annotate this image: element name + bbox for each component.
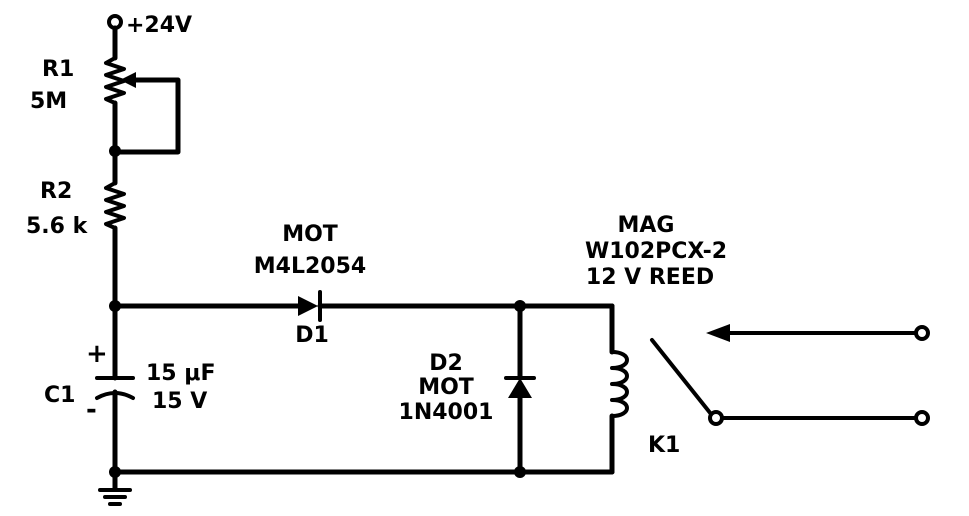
d1-part: M4L2054 [254,254,366,279]
d2-diode-symbol [508,378,532,398]
output-terminal-bottom [914,410,930,426]
c1-minus: - [86,395,97,425]
r2-ref: R2 [40,179,72,204]
d1-maker: MOT [282,222,338,247]
c1-voltage: 15 V [152,389,207,414]
d2-part: 1N4001 [399,400,494,425]
input-arrow [706,324,730,342]
supply-label: +24V [126,13,192,38]
r1-ref: R1 [42,57,74,82]
reed-switch-blade [650,338,713,416]
relay-part: W102PCX-2 [585,239,727,264]
output-terminal-top [914,325,930,341]
r1-wiper-wire [112,77,181,155]
d1-diode-symbol [298,296,318,316]
c1-ref: C1 [44,383,75,408]
r2-resistor-zigzag [104,181,126,230]
ground-icon [98,469,132,506]
relay-maker: MAG [618,213,675,238]
r2-value: 5.6 k [26,214,89,239]
relay-ref: K1 [648,433,680,458]
d2-ref: D2 [429,351,463,376]
c1-value: 15 μF [146,361,216,386]
d2-maker: MOT [418,375,474,400]
relay-type: 12 V REED [586,265,714,290]
r1-value: 5M [30,89,67,114]
r1-wiper-arrow [120,72,136,88]
k1-coil [610,350,629,418]
c1-plus: + [86,339,108,369]
d1-ref: D1 [295,323,329,348]
